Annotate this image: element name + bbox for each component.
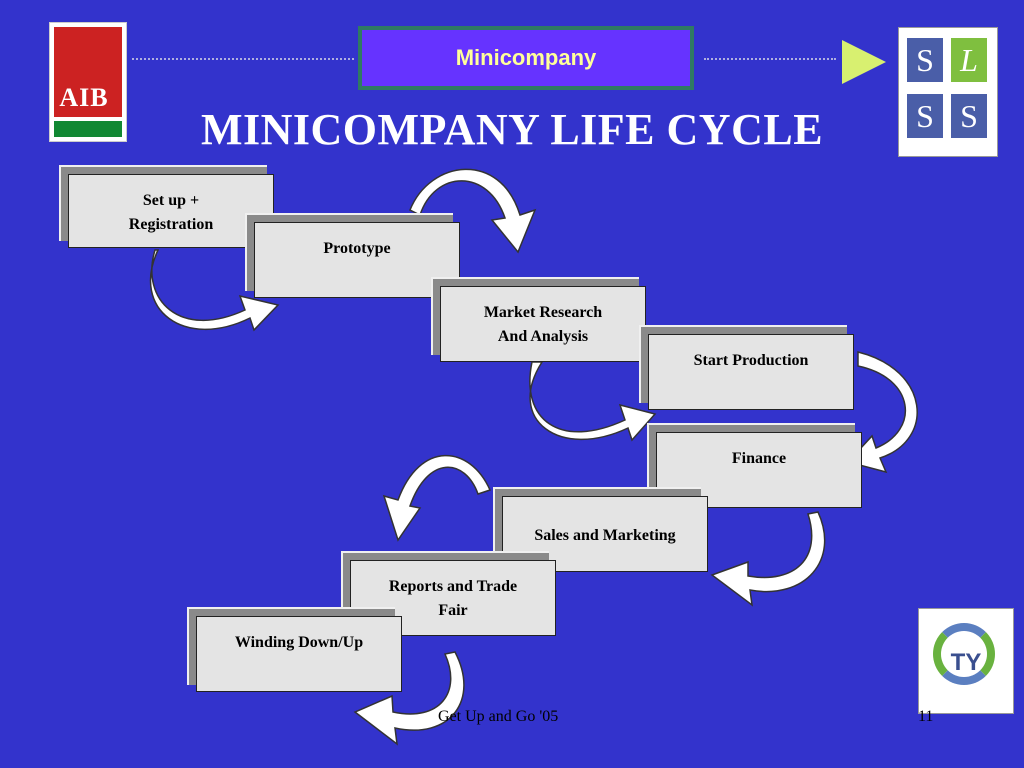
step-label: Reports and Trade [388, 578, 518, 595]
step-label: Fair [438, 602, 468, 619]
curved-arrow-icon [529, 361, 657, 442]
slide-title: MINICOMPANY LIFE CYCLE [200, 105, 824, 154]
page-number: 11 [918, 708, 934, 725]
ty-logo: TY [918, 608, 1014, 714]
slss-logo: S L S S [898, 27, 998, 157]
step-label: Prototype [323, 240, 391, 257]
curved-arrow-icon [382, 454, 492, 542]
recycle-ring-icon [933, 623, 995, 685]
step-label: Set up + [142, 192, 200, 209]
header-title: Minicompany [455, 45, 597, 70]
aib-logo-emblem [54, 27, 122, 117]
step-prototype: Prototype [254, 222, 460, 298]
slss-letter: L [951, 38, 987, 82]
step-label: Winding Down/Up [234, 634, 364, 651]
step-label: Market Research [483, 304, 603, 321]
curved-arrow-icon [353, 651, 465, 746]
step-label: Registration [128, 216, 214, 233]
slss-letter: S [907, 38, 943, 82]
ty-logo-text: TY [950, 649, 982, 676]
header-box: Minicompany [358, 26, 694, 90]
pointer-arrow-icon [842, 40, 886, 84]
curved-arrow-icon [149, 249, 280, 332]
dotted-leader-right [704, 58, 836, 60]
aib-logo-text: AIB [59, 83, 109, 112]
curved-arrow-icon [409, 168, 537, 254]
step-label: And Analysis [497, 328, 589, 345]
footer-text: Get Up and Go '05 [438, 708, 559, 725]
step-sales-marketing: Sales and Marketing [502, 496, 708, 572]
slss-letter: S [907, 94, 943, 138]
step-finance: Finance [656, 432, 862, 508]
aib-logo-stripe [54, 121, 122, 137]
step-setup-registration: Set up + Registration [68, 174, 274, 248]
aib-logo: AIB [49, 22, 127, 142]
step-market-research: Market Research And Analysis [440, 286, 646, 362]
curved-arrow-icon [710, 511, 826, 607]
step-label: Sales and Marketing [534, 527, 676, 544]
step-winding-down-up: Winding Down/Up [196, 616, 402, 692]
curved-arrow-icon [846, 351, 918, 474]
step-start-production: Start Production [648, 334, 854, 410]
step-label: Finance [731, 450, 787, 467]
dotted-leader-left [132, 58, 354, 60]
slss-letter: S [951, 94, 987, 138]
step-label: Start Production [693, 352, 809, 369]
